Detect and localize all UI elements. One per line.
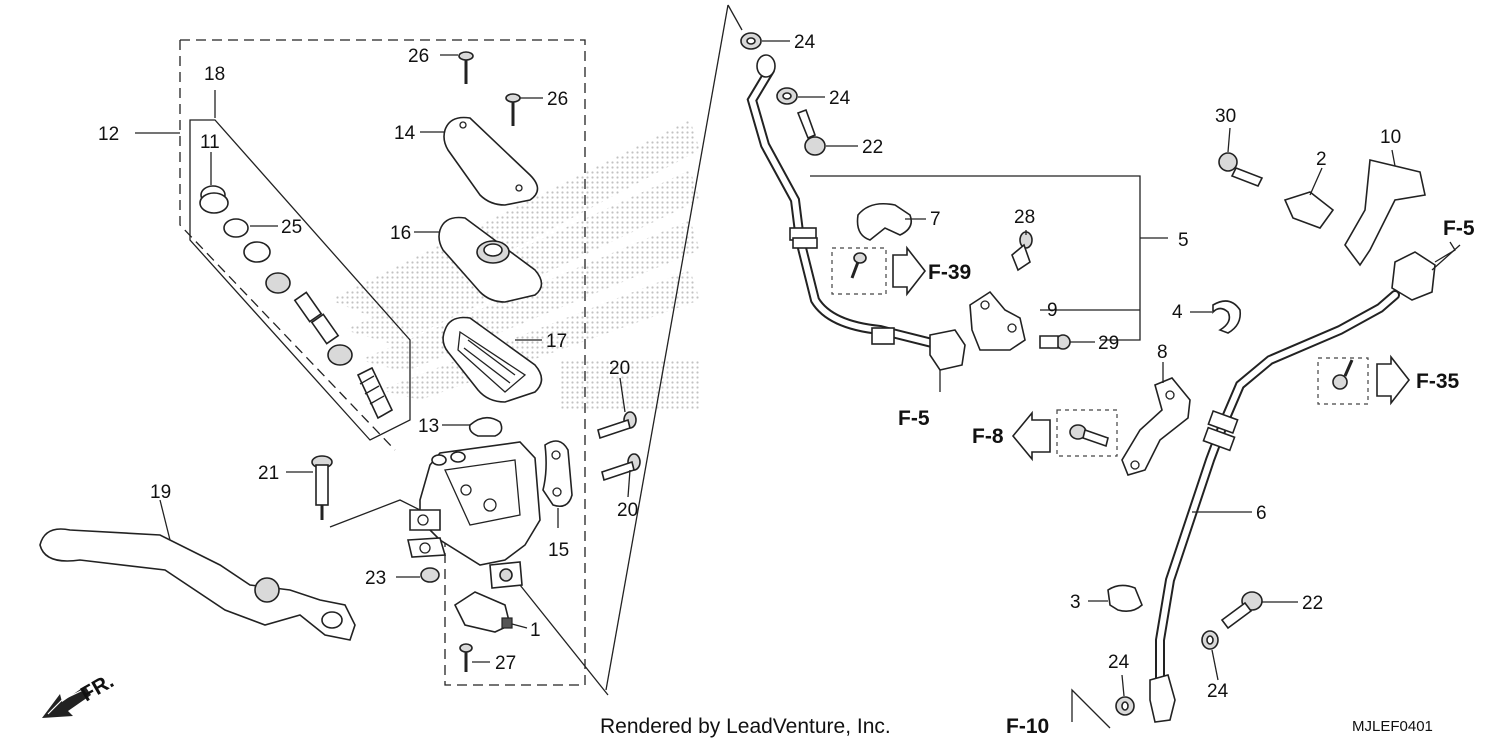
reference-labels[interactable]: F-39 F-5 F-5 F-8 F-35 F-10 — [898, 217, 1475, 738]
callout-8: 8 — [1157, 342, 1168, 363]
callout-18: 18 — [204, 64, 225, 85]
callout-24a: 24 — [794, 32, 816, 53]
pivot-bolt-21 — [311, 455, 333, 520]
master-cylinder-body — [407, 441, 541, 589]
hose-clip-4 — [1212, 300, 1242, 334]
callout-9: 9 — [1047, 300, 1058, 321]
callout-17: 17 — [546, 331, 567, 352]
hose-joint-block — [929, 329, 966, 371]
ref-f5-right[interactable]: F-5 — [1443, 217, 1475, 240]
ref-f39[interactable]: F-39 — [928, 261, 971, 284]
front-direction-arrow: FR. — [42, 669, 118, 718]
hose-clip-7 — [856, 202, 913, 241]
hose-bracket-8 — [1121, 377, 1191, 476]
callout-30: 30 — [1215, 106, 1236, 127]
brake-lever-19 — [39, 528, 356, 641]
master-cylinder-group — [39, 39, 641, 686]
hose-clip-3 — [1107, 584, 1143, 612]
callout-14: 14 — [394, 123, 416, 144]
stay-10 — [1344, 159, 1426, 267]
hose-bracket-9 — [969, 290, 1026, 351]
bolt-29 — [1039, 334, 1071, 350]
callout-24d: 24 — [1108, 652, 1130, 673]
callout-26b: 26 — [547, 89, 568, 110]
callout-22a: 22 — [862, 137, 883, 158]
callout-22b: 22 — [1302, 593, 1323, 614]
clip-13 — [468, 416, 503, 437]
callout-7: 7 — [930, 209, 941, 230]
callout-numbers: 1 2 3 4 5 6 7 8 9 10 11 12 13 14 15 16 1… — [98, 32, 1401, 702]
oil-bolt-22-bottom — [1220, 591, 1263, 630]
piston-kit-parts — [199, 185, 394, 420]
section-divider-line — [605, 4, 729, 691]
diagram-code: MJLEF0401 — [1352, 718, 1433, 735]
hose-joint-right — [1391, 251, 1436, 301]
screw-26-top — [458, 51, 474, 84]
brake-hose-group — [740, 32, 1461, 729]
callout-19: 19 — [150, 482, 171, 503]
pivot-nut-23 — [420, 567, 440, 583]
callout-15: 15 — [548, 540, 569, 561]
callout-5: 5 — [1178, 230, 1189, 251]
callout-leaders — [159, 40, 1396, 697]
oil-bolt-22-top — [796, 108, 826, 156]
callout-13: 13 — [418, 416, 439, 437]
screw-26-second — [505, 93, 521, 126]
callout-28: 28 — [1014, 207, 1035, 228]
holder-clamp-15 — [542, 440, 573, 508]
piston-kit-box — [189, 119, 411, 441]
holder-bolt-20a — [597, 411, 637, 440]
callout-27: 27 — [495, 653, 516, 674]
bracket-2 — [1283, 191, 1335, 229]
callout-12: 12 — [98, 124, 119, 145]
callout-2: 2 — [1316, 149, 1327, 170]
callout-11: 11 — [200, 132, 220, 153]
screw-27 — [459, 643, 473, 672]
bolt-30 — [1218, 152, 1264, 188]
callout-20a: 20 — [609, 358, 630, 379]
callout-10: 10 — [1380, 127, 1401, 148]
arrow-f39 — [892, 245, 927, 297]
callout-24b: 24 — [829, 88, 851, 109]
bolt-f39-inset — [850, 252, 867, 279]
ref-f8[interactable]: F-8 — [972, 425, 1004, 448]
brake-hose-upper — [746, 65, 945, 350]
callout-24c: 24 — [1207, 681, 1229, 702]
diaphragm-17 — [442, 316, 543, 403]
callout-1: 1 — [530, 620, 541, 641]
callout-25: 25 — [281, 217, 302, 238]
callout-20b: 20 — [617, 500, 638, 521]
arrow-f8 — [1011, 410, 1051, 462]
ref-f5-middle[interactable]: F-5 — [898, 407, 930, 430]
callout-26a: 26 — [408, 46, 429, 67]
bolt-28 — [1011, 231, 1033, 272]
ref-f10[interactable]: F-10 — [1006, 715, 1049, 738]
callout-16: 16 — [390, 223, 411, 244]
callout-3: 3 — [1070, 592, 1081, 613]
bolt-f35-inset — [1332, 359, 1354, 390]
ref-f35[interactable]: F-35 — [1416, 370, 1460, 393]
callout-23: 23 — [365, 568, 386, 589]
reservoir-cover-14 — [443, 116, 539, 206]
callout-21: 21 — [258, 463, 279, 484]
assembly-dashed-box — [179, 39, 586, 686]
bolt-f8-inset — [1069, 424, 1109, 448]
callout-4: 4 — [1172, 302, 1183, 323]
front-direction-label: FR. — [77, 669, 118, 706]
arrow-f35 — [1376, 354, 1411, 406]
holder-bolt-20b — [601, 453, 641, 482]
callout-6: 6 — [1256, 503, 1267, 524]
rendered-by-credit: Rendered by LeadVenture, Inc. — [600, 715, 891, 738]
callout-29: 29 — [1098, 333, 1119, 354]
